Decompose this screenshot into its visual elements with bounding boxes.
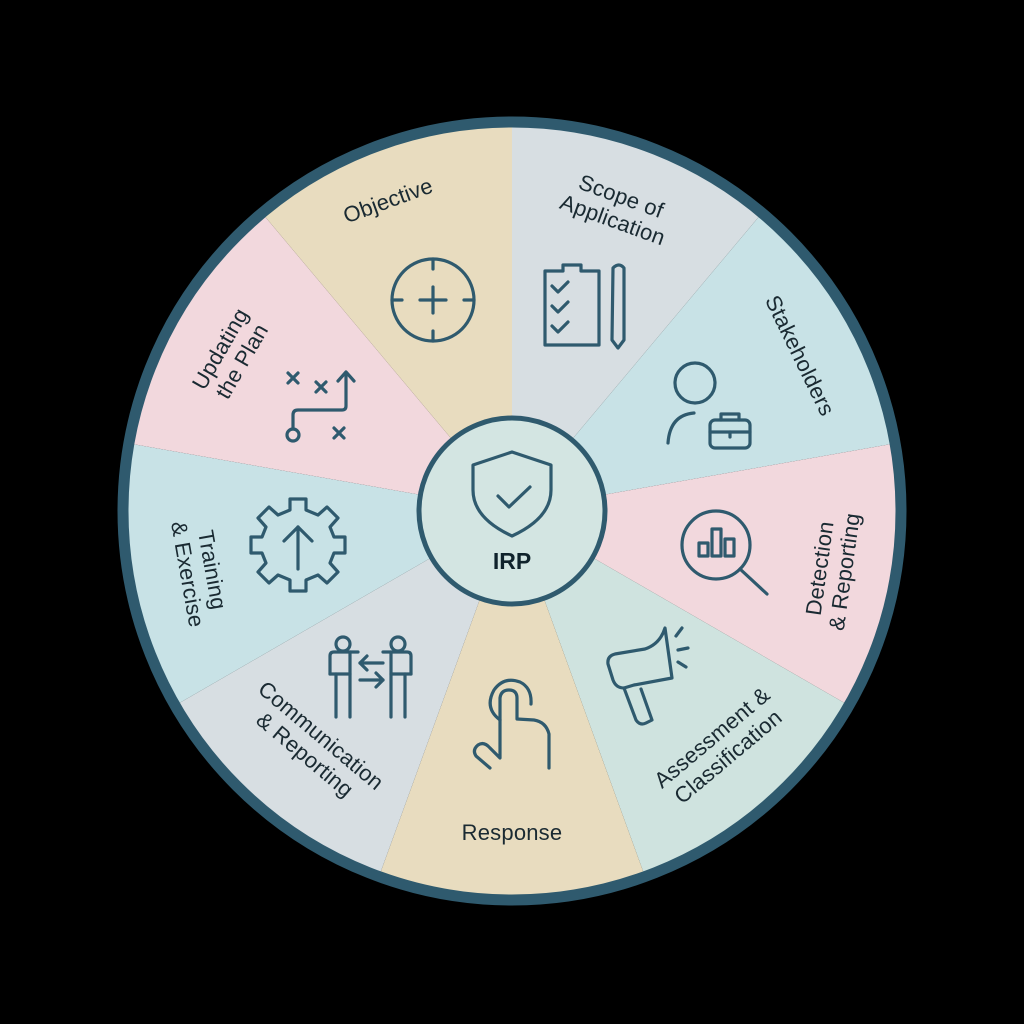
segments bbox=[122, 122, 902, 900]
crosshair-target-icon bbox=[390, 257, 476, 343]
segment-communication[interactable] bbox=[175, 511, 512, 877]
segment-stakeholders[interactable] bbox=[512, 213, 896, 511]
person-briefcase-icon bbox=[666, 361, 752, 450]
label-response: Response bbox=[461, 820, 563, 845]
tap-hand-icon bbox=[472, 678, 551, 770]
center-title: IRP bbox=[492, 548, 532, 574]
segment-updating[interactable] bbox=[128, 213, 512, 511]
people-exchange-icon bbox=[328, 635, 413, 719]
segment-response[interactable] bbox=[379, 511, 645, 900]
outer-ring bbox=[117, 116, 907, 906]
gear-arrow-up-icon bbox=[249, 497, 347, 593]
segment-scope[interactable] bbox=[512, 122, 762, 511]
magnifier-chart-icon bbox=[680, 509, 769, 596]
shield-check-icon bbox=[471, 450, 553, 538]
segment-objective[interactable] bbox=[262, 122, 512, 511]
center-circle[interactable] bbox=[416, 415, 608, 607]
megaphone-icon bbox=[606, 626, 690, 726]
segment-detection[interactable] bbox=[512, 443, 902, 706]
strategy-play-icon bbox=[285, 370, 356, 443]
clipboard-checklist-icon bbox=[543, 263, 626, 350]
segment-assessment[interactable] bbox=[512, 511, 849, 877]
